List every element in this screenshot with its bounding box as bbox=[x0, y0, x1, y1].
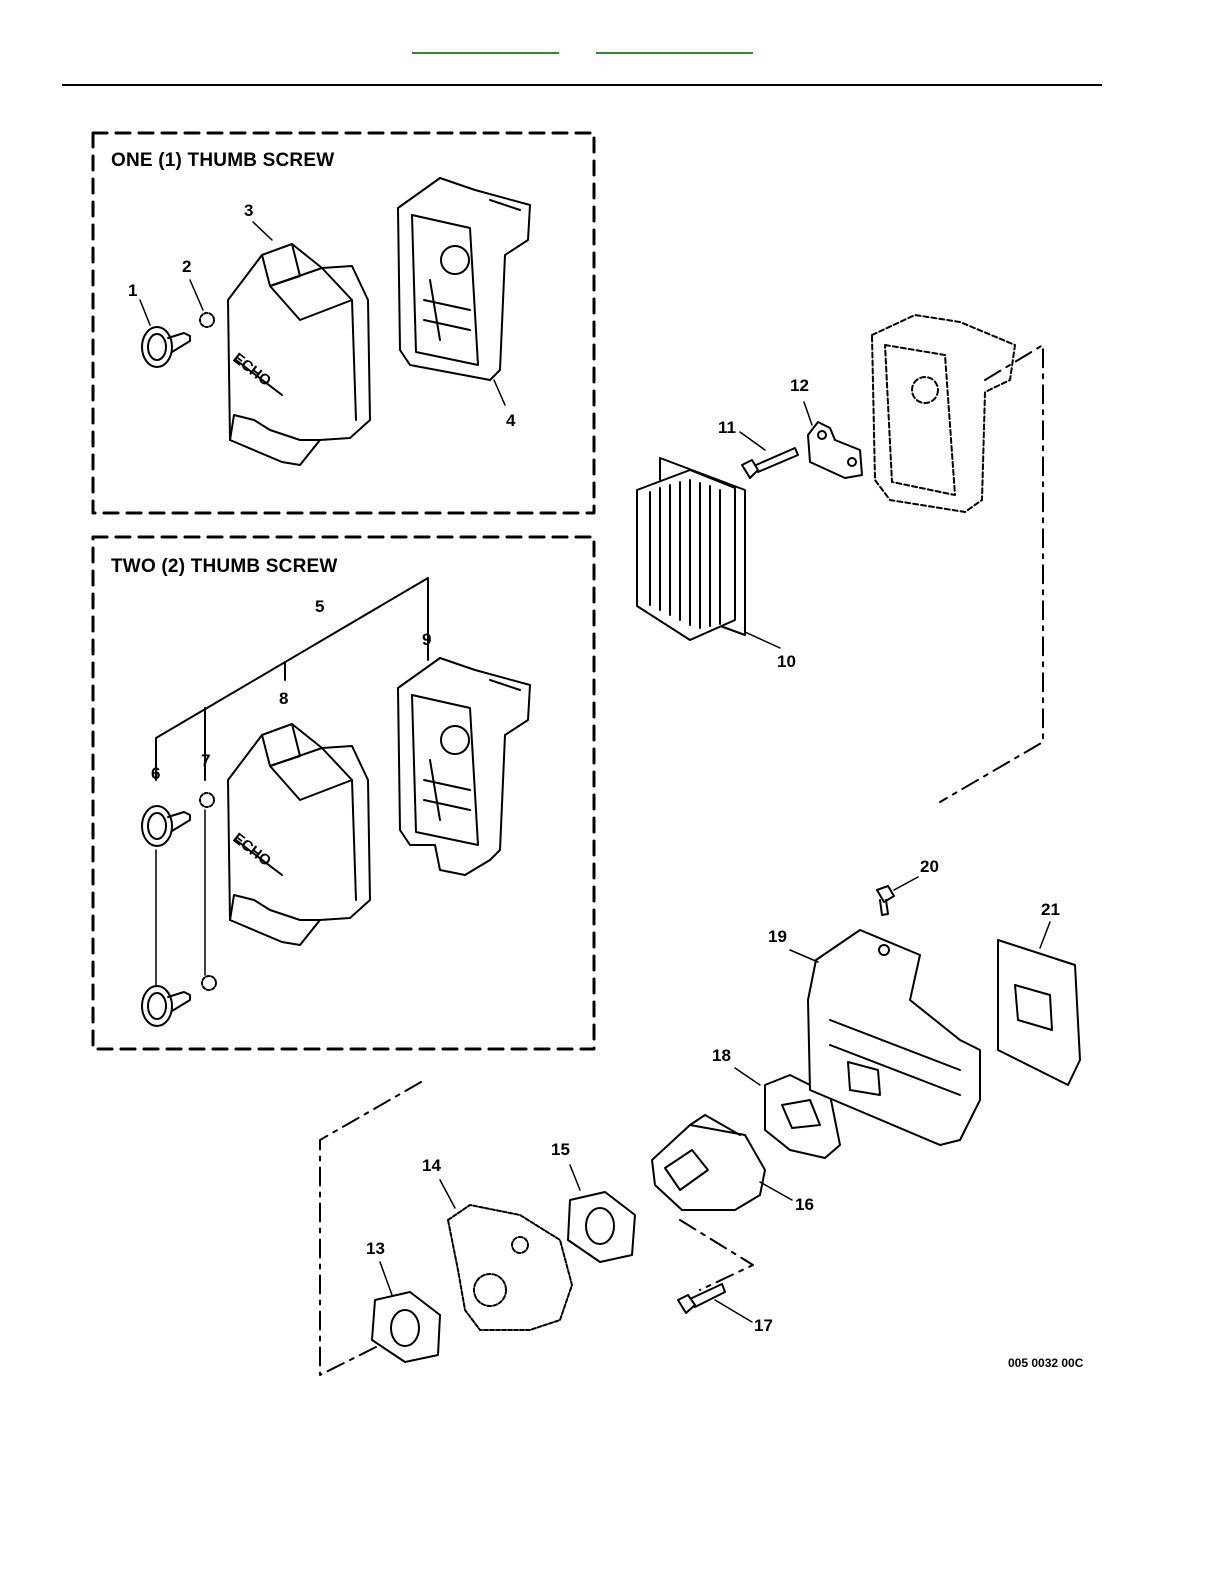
bolt-17 bbox=[678, 1284, 725, 1313]
callout-17: 17 bbox=[754, 1316, 773, 1335]
callout-9: 9 bbox=[422, 630, 431, 649]
callout-3: 3 bbox=[244, 201, 253, 220]
air-filter-element-10 bbox=[637, 458, 745, 640]
callout-16: 16 bbox=[795, 1195, 814, 1214]
callout-21: 21 bbox=[1041, 900, 1060, 919]
callout-7: 7 bbox=[201, 751, 210, 770]
callout-4: 4 bbox=[506, 411, 516, 430]
thumb-screw-6b bbox=[142, 986, 190, 1026]
callout-15: 15 bbox=[551, 1140, 570, 1159]
insulator-16 bbox=[652, 1115, 765, 1210]
callout-20: 20 bbox=[920, 857, 939, 876]
callout-6: 6 bbox=[151, 764, 160, 783]
thumb-screw-6a bbox=[142, 806, 190, 846]
air-cleaner-cover-3 bbox=[228, 244, 370, 465]
carburetor-14 bbox=[448, 1205, 572, 1330]
air-cleaner-cover-8 bbox=[228, 724, 370, 945]
cover-base-dashed bbox=[872, 315, 1015, 512]
callout-19: 19 bbox=[768, 927, 787, 946]
bracket-12 bbox=[808, 422, 862, 478]
gasket-15 bbox=[568, 1192, 635, 1262]
callout-1: 1 bbox=[128, 281, 137, 300]
callout-11: 11 bbox=[718, 418, 736, 437]
callout-5: 5 bbox=[315, 597, 324, 616]
cover-base-9 bbox=[398, 658, 530, 875]
callout-8: 8 bbox=[279, 689, 288, 708]
callout-2: 2 bbox=[182, 257, 191, 276]
lock-washer-2 bbox=[200, 313, 214, 327]
callout-18: 18 bbox=[712, 1046, 731, 1065]
cover-base-4 bbox=[398, 178, 530, 380]
callout-10: 10 bbox=[777, 652, 796, 671]
callout-14: 14 bbox=[422, 1156, 441, 1175]
leader-insulator bbox=[680, 1220, 753, 1290]
screw-20 bbox=[877, 886, 894, 915]
gasket-13 bbox=[372, 1292, 440, 1362]
gasket-21 bbox=[998, 940, 1080, 1085]
callout-13: 13 bbox=[366, 1239, 385, 1258]
callout-12: 12 bbox=[790, 376, 809, 395]
thumb-screw-1 bbox=[142, 327, 190, 367]
bolt-11 bbox=[742, 448, 798, 478]
